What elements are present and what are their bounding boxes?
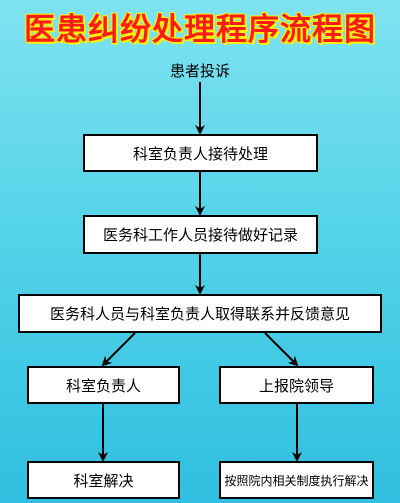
arrow-to-report-leader: [264, 332, 299, 367]
step-medical-affairs-record: 医务科工作人员接待做好记录: [83, 215, 318, 254]
step-contact-feedback: 医务科人员与科室负责人取得联系并反馈意见: [18, 294, 382, 333]
step-hospital-rules: 按照院内相关制度执行解决: [219, 461, 374, 499]
step-report-leader: 上报院领导: [219, 366, 374, 404]
arrow-to-dept-head: [101, 332, 136, 367]
step-dept-head: 科室负责人: [27, 366, 180, 404]
step-dept-resolve: 科室解决: [27, 461, 180, 499]
page-title: 医患纠纷处理程序流程图: [24, 12, 376, 48]
step-dept-head-handle: 科室负责人接待处理: [83, 134, 318, 172]
start-node-patient-complaint: 患者投诉: [169, 62, 230, 80]
